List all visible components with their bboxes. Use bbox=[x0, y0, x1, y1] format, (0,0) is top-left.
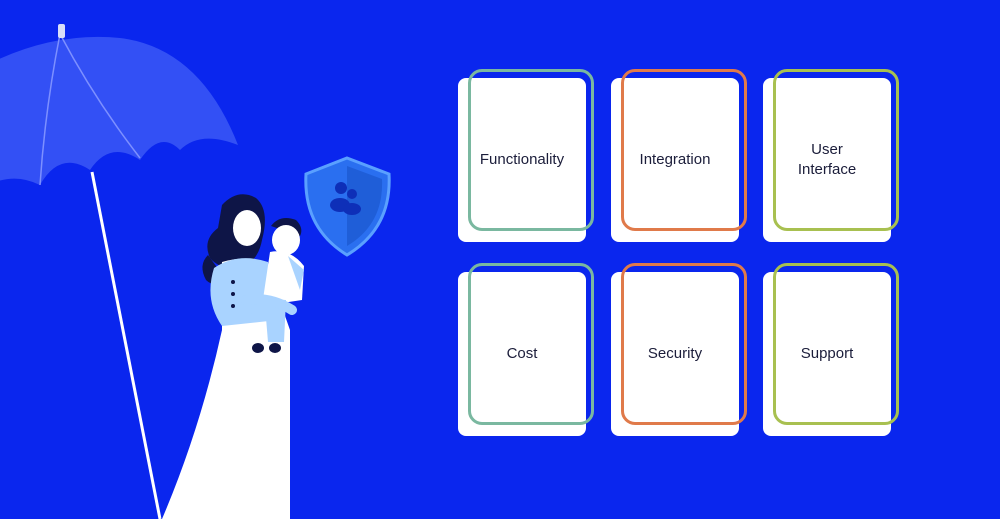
card-label: Security bbox=[647, 345, 703, 362]
umbrella-icon bbox=[0, 24, 238, 519]
card-user-interface: User Interface bbox=[763, 69, 899, 242]
woman-with-child-figure bbox=[162, 194, 304, 519]
card-label: Integration bbox=[639, 151, 711, 168]
card-integration: Integration bbox=[611, 69, 747, 242]
card-support: Support bbox=[763, 263, 899, 436]
card-security: Security bbox=[611, 263, 747, 436]
card-cost: Cost bbox=[458, 263, 594, 436]
card-label: User Interface bbox=[797, 141, 857, 178]
card-label: Cost bbox=[506, 345, 538, 362]
card-label: Functionality bbox=[479, 151, 565, 168]
card-functionality: Functionality bbox=[458, 69, 594, 242]
shield-users-icon bbox=[304, 156, 391, 257]
card-label: Support bbox=[800, 345, 854, 362]
